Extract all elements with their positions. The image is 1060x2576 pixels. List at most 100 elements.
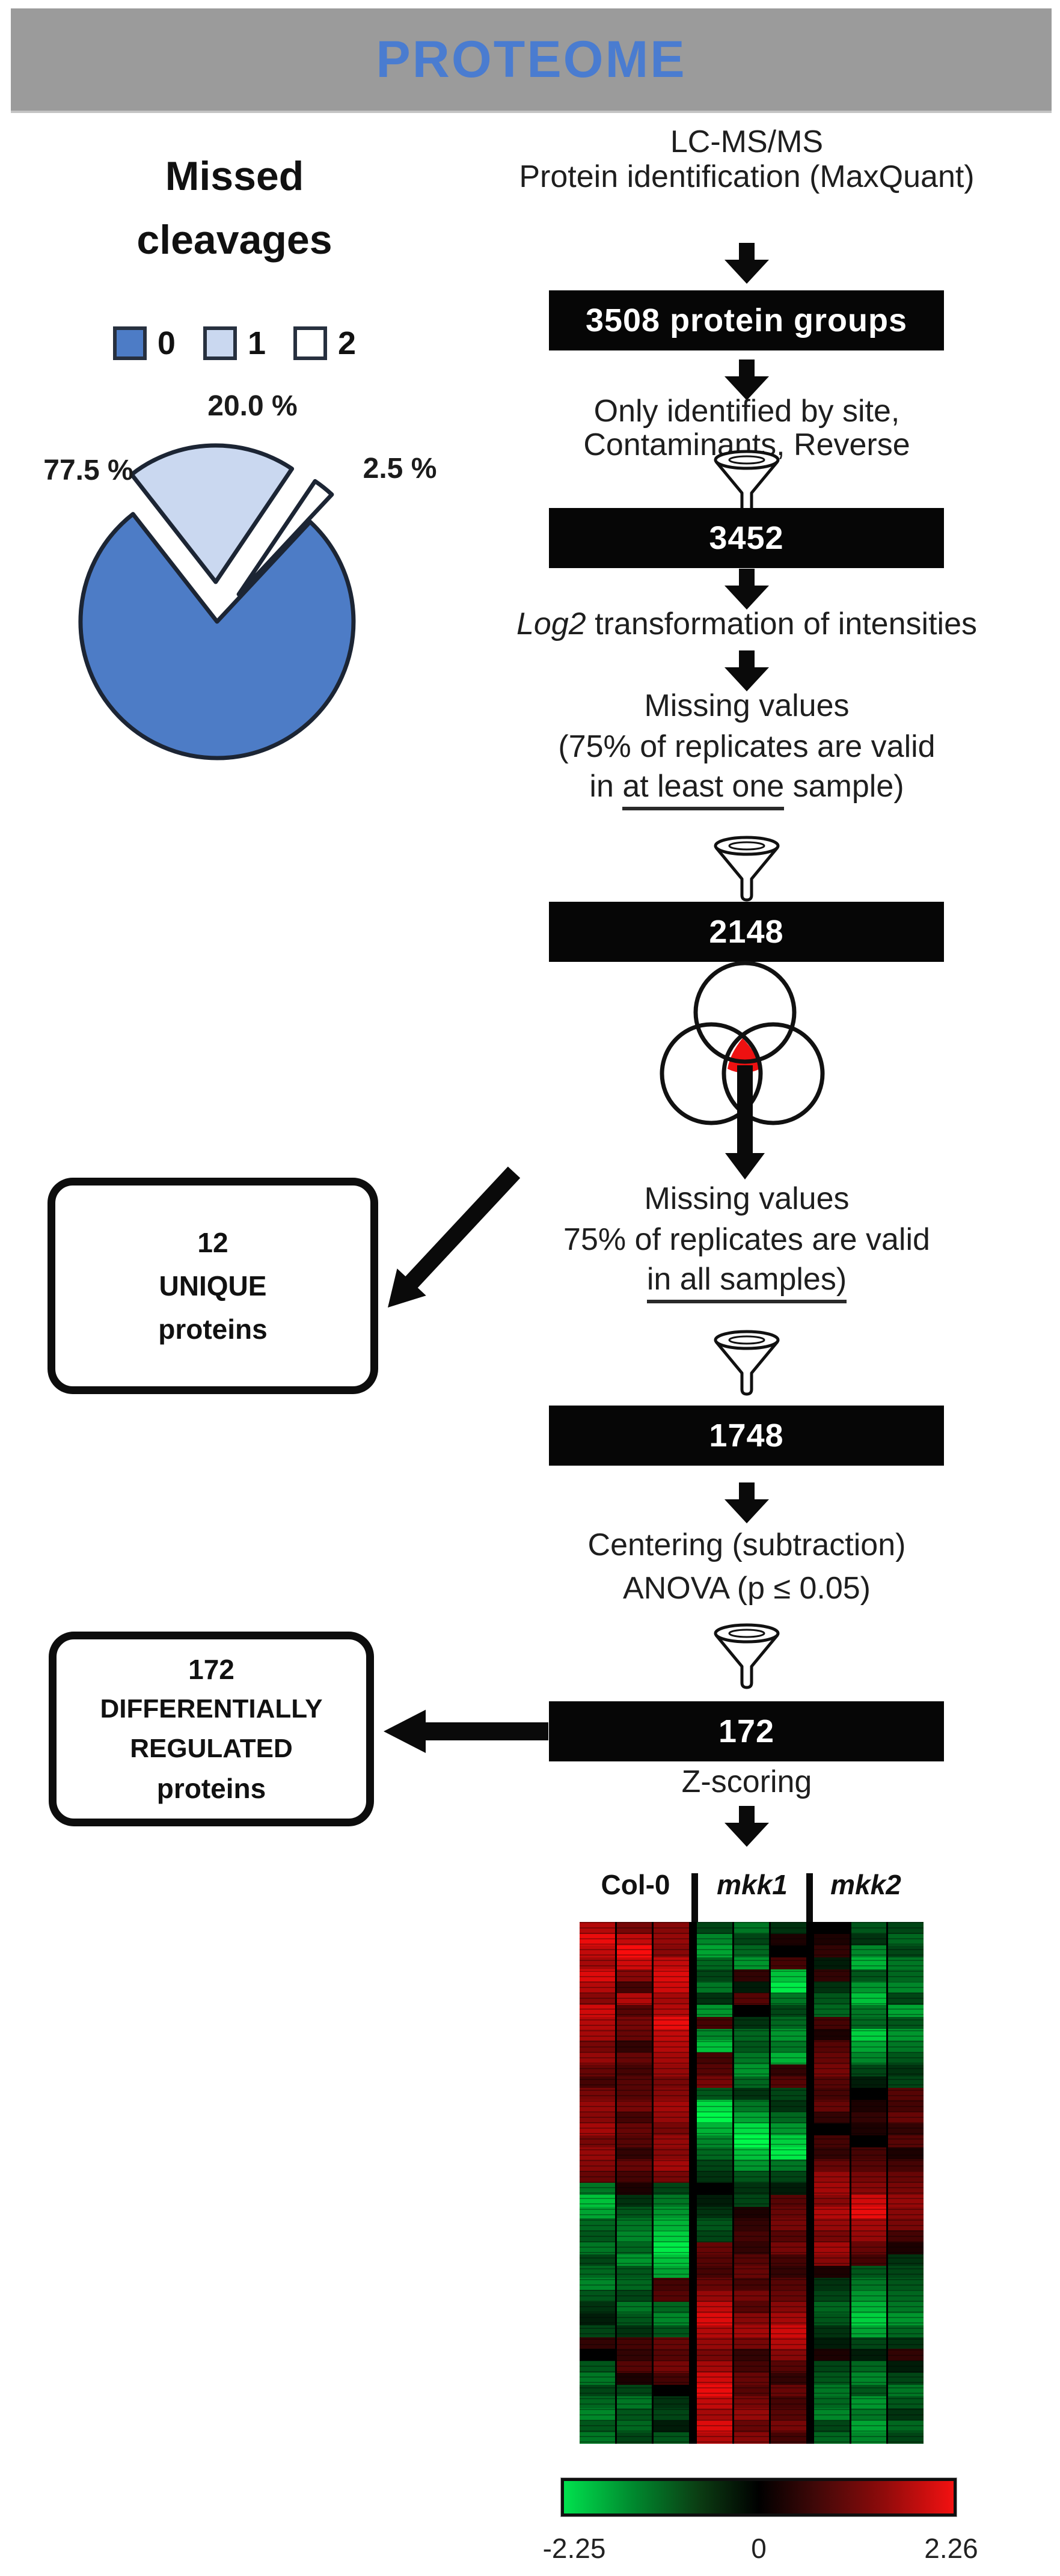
heatmap-cell (654, 1957, 690, 1969)
heatmap-cell (814, 2147, 850, 2159)
heatmap-cell (888, 2396, 924, 2409)
heatmap-cell (734, 2301, 770, 2314)
heatmap-cell (814, 2372, 850, 2385)
heatmap-cell (654, 2313, 690, 2325)
heatmap-cell (580, 2183, 615, 2195)
heatmap-cell (697, 2194, 732, 2207)
heatmap-cell (771, 2147, 807, 2159)
count-1748-label: 1748 (709, 1418, 784, 1454)
heatmap-cell (771, 2064, 807, 2076)
heatmap-cell (888, 2206, 924, 2219)
heatmap-cell (771, 2194, 807, 2207)
heatmap-cell (580, 2064, 615, 2076)
heatmap-cell (580, 1981, 615, 1993)
heatmap-cell (616, 2361, 652, 2373)
heatmap-cell (697, 2183, 732, 2195)
heatmap-cell (616, 1945, 652, 1958)
heatmap-cell (580, 2313, 615, 2325)
heatmap-cell (851, 2230, 887, 2242)
heatmap-cell (814, 2313, 850, 2325)
heatmap-cell (697, 1969, 732, 1981)
heatmap-cell (580, 1993, 615, 2005)
heatmap-cell (814, 2135, 850, 2147)
heatmap-cell (814, 2301, 850, 2314)
heatmap-cell (771, 2301, 807, 2314)
count-172-box: 172 (549, 1701, 944, 1761)
left-arrow-icon (384, 1710, 548, 1753)
missing2-line3-underlined: in all samples) (646, 1262, 847, 1303)
heatmap-cell (654, 2218, 690, 2231)
heatmap-cell (580, 2016, 615, 2029)
heatmap-cell (734, 2135, 770, 2147)
anova-text: ANOVA (p ≤ 0.05) (623, 1571, 871, 1606)
heatmap-cell (814, 2016, 850, 2029)
legend-label-0: 0 (157, 325, 176, 361)
heatmap-cell (888, 2052, 924, 2064)
heatmap-cell (697, 2076, 732, 2088)
heatmap-cell (697, 1957, 732, 1969)
heatmap-cell (851, 2325, 887, 2337)
heatmap-cell (697, 2420, 732, 2432)
heatmap-cell (771, 2135, 807, 2147)
heatmap-cell (654, 2147, 690, 2159)
heatmap-cell (616, 2325, 652, 2337)
heatmap-cell (851, 2016, 887, 2029)
funnel-icon (714, 450, 780, 516)
heatmap-cell (771, 1981, 807, 1993)
heatmap-cell (616, 2040, 652, 2053)
heatmap-cell (851, 2278, 887, 2290)
down-arrow-icon (725, 1482, 769, 1523)
heatmap-cell (697, 2135, 732, 2147)
heatmap-cell (814, 2194, 850, 2207)
heatmap-cell (654, 2278, 690, 2290)
protein-id-text: Protein identification (MaxQuant) (519, 159, 975, 194)
heatmap-cell (814, 1933, 850, 1946)
heatmap-cell (814, 1969, 850, 1981)
heatmap-cell (697, 2254, 732, 2266)
heatmap-cell (814, 2183, 850, 2195)
heatmap-cell (888, 2242, 924, 2254)
heatmap-cell (851, 2183, 887, 2195)
heatmap-cell (734, 2242, 770, 2254)
heatmap-cell (771, 2100, 807, 2112)
heatmap-cell (851, 2313, 887, 2325)
heatmap-cell (616, 2088, 652, 2100)
heatmap-cell (771, 2325, 807, 2337)
heatmap-cell (734, 2005, 770, 2017)
heatmap-cell (654, 2005, 690, 2017)
missing2-line1: Missing values (644, 1181, 850, 1216)
missing1-line3-underlined: at least one (622, 769, 785, 810)
heatmap-cell (734, 2230, 770, 2242)
heatmap-cell (616, 1933, 652, 1946)
heatmap-cell (734, 2313, 770, 2325)
heatmap-cell (697, 2325, 732, 2337)
heatmap-cell (580, 2135, 615, 2147)
heatmap-cell (616, 1969, 652, 1981)
heatmap-cell (654, 2028, 690, 2041)
heatmap-cell (851, 2064, 887, 2076)
heatmap-cell (697, 2206, 732, 2219)
heatmap-cell (616, 2408, 652, 2420)
heatmap-cell (734, 1981, 770, 1993)
heatmap-cell (616, 2206, 652, 2219)
heatmap-cell (851, 2076, 887, 2088)
heatmap-cell (580, 2337, 615, 2349)
heatmap-cell (771, 1969, 807, 1981)
heatmap-cell (654, 2254, 690, 2266)
heatmap-cell (771, 2278, 807, 2290)
pie-slice-2 (236, 479, 334, 597)
pie-slice-0 (78, 512, 356, 760)
heatmap-cell (734, 2147, 770, 2159)
heatmap-cell (814, 2337, 850, 2349)
heatmap-cell (814, 2123, 850, 2136)
heatmap-cell (580, 2230, 615, 2242)
heatmap-cell (697, 2088, 732, 2100)
heatmap-cell (814, 2005, 850, 2017)
heatmap-cell (734, 2206, 770, 2219)
heatmap-cell (734, 2159, 770, 2171)
heatmap-cell (654, 2349, 690, 2361)
heatmap-cell (654, 2111, 690, 2124)
heatmap-cell (771, 2432, 807, 2444)
heatmap-cell (771, 2123, 807, 2136)
